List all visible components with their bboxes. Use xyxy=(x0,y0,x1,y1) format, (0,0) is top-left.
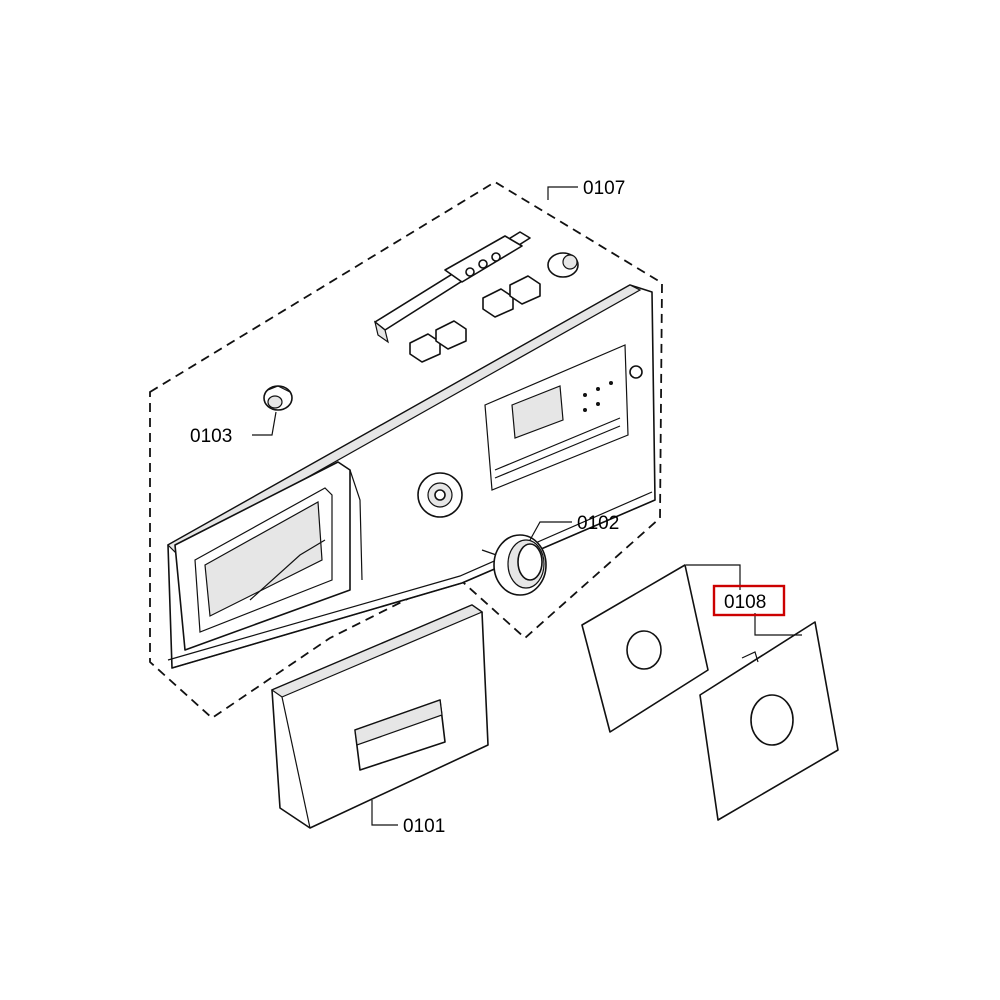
leader-0108-lower xyxy=(754,613,802,636)
leader-0101 xyxy=(371,800,398,826)
push-button-caps xyxy=(409,275,541,363)
part-0103-clip xyxy=(263,385,293,411)
control-panel-housing xyxy=(167,284,656,669)
callout-0102: 0102 xyxy=(577,513,619,534)
leader-0108 xyxy=(686,564,741,590)
part-0102-knob xyxy=(481,534,547,596)
assembly-boundary-0107 xyxy=(149,180,663,720)
part-0108-panel-facia-front xyxy=(699,621,839,821)
display-window xyxy=(511,385,564,439)
leader-0102 xyxy=(529,521,572,541)
callout-0101: 0101 xyxy=(403,816,445,837)
callout-0107: 0107 xyxy=(583,178,625,199)
part-0108-panel-facia-back xyxy=(581,564,709,733)
leader-0107 xyxy=(547,186,578,200)
callout-0108: 0108 xyxy=(724,592,766,613)
part-0101-drawer-front xyxy=(270,604,489,829)
callout-0103: 0103 xyxy=(190,426,232,447)
rotary-bushing xyxy=(547,252,579,278)
leader-0103 xyxy=(252,411,277,436)
switch-bar xyxy=(374,231,531,344)
highlight-box-0108 xyxy=(712,584,786,617)
